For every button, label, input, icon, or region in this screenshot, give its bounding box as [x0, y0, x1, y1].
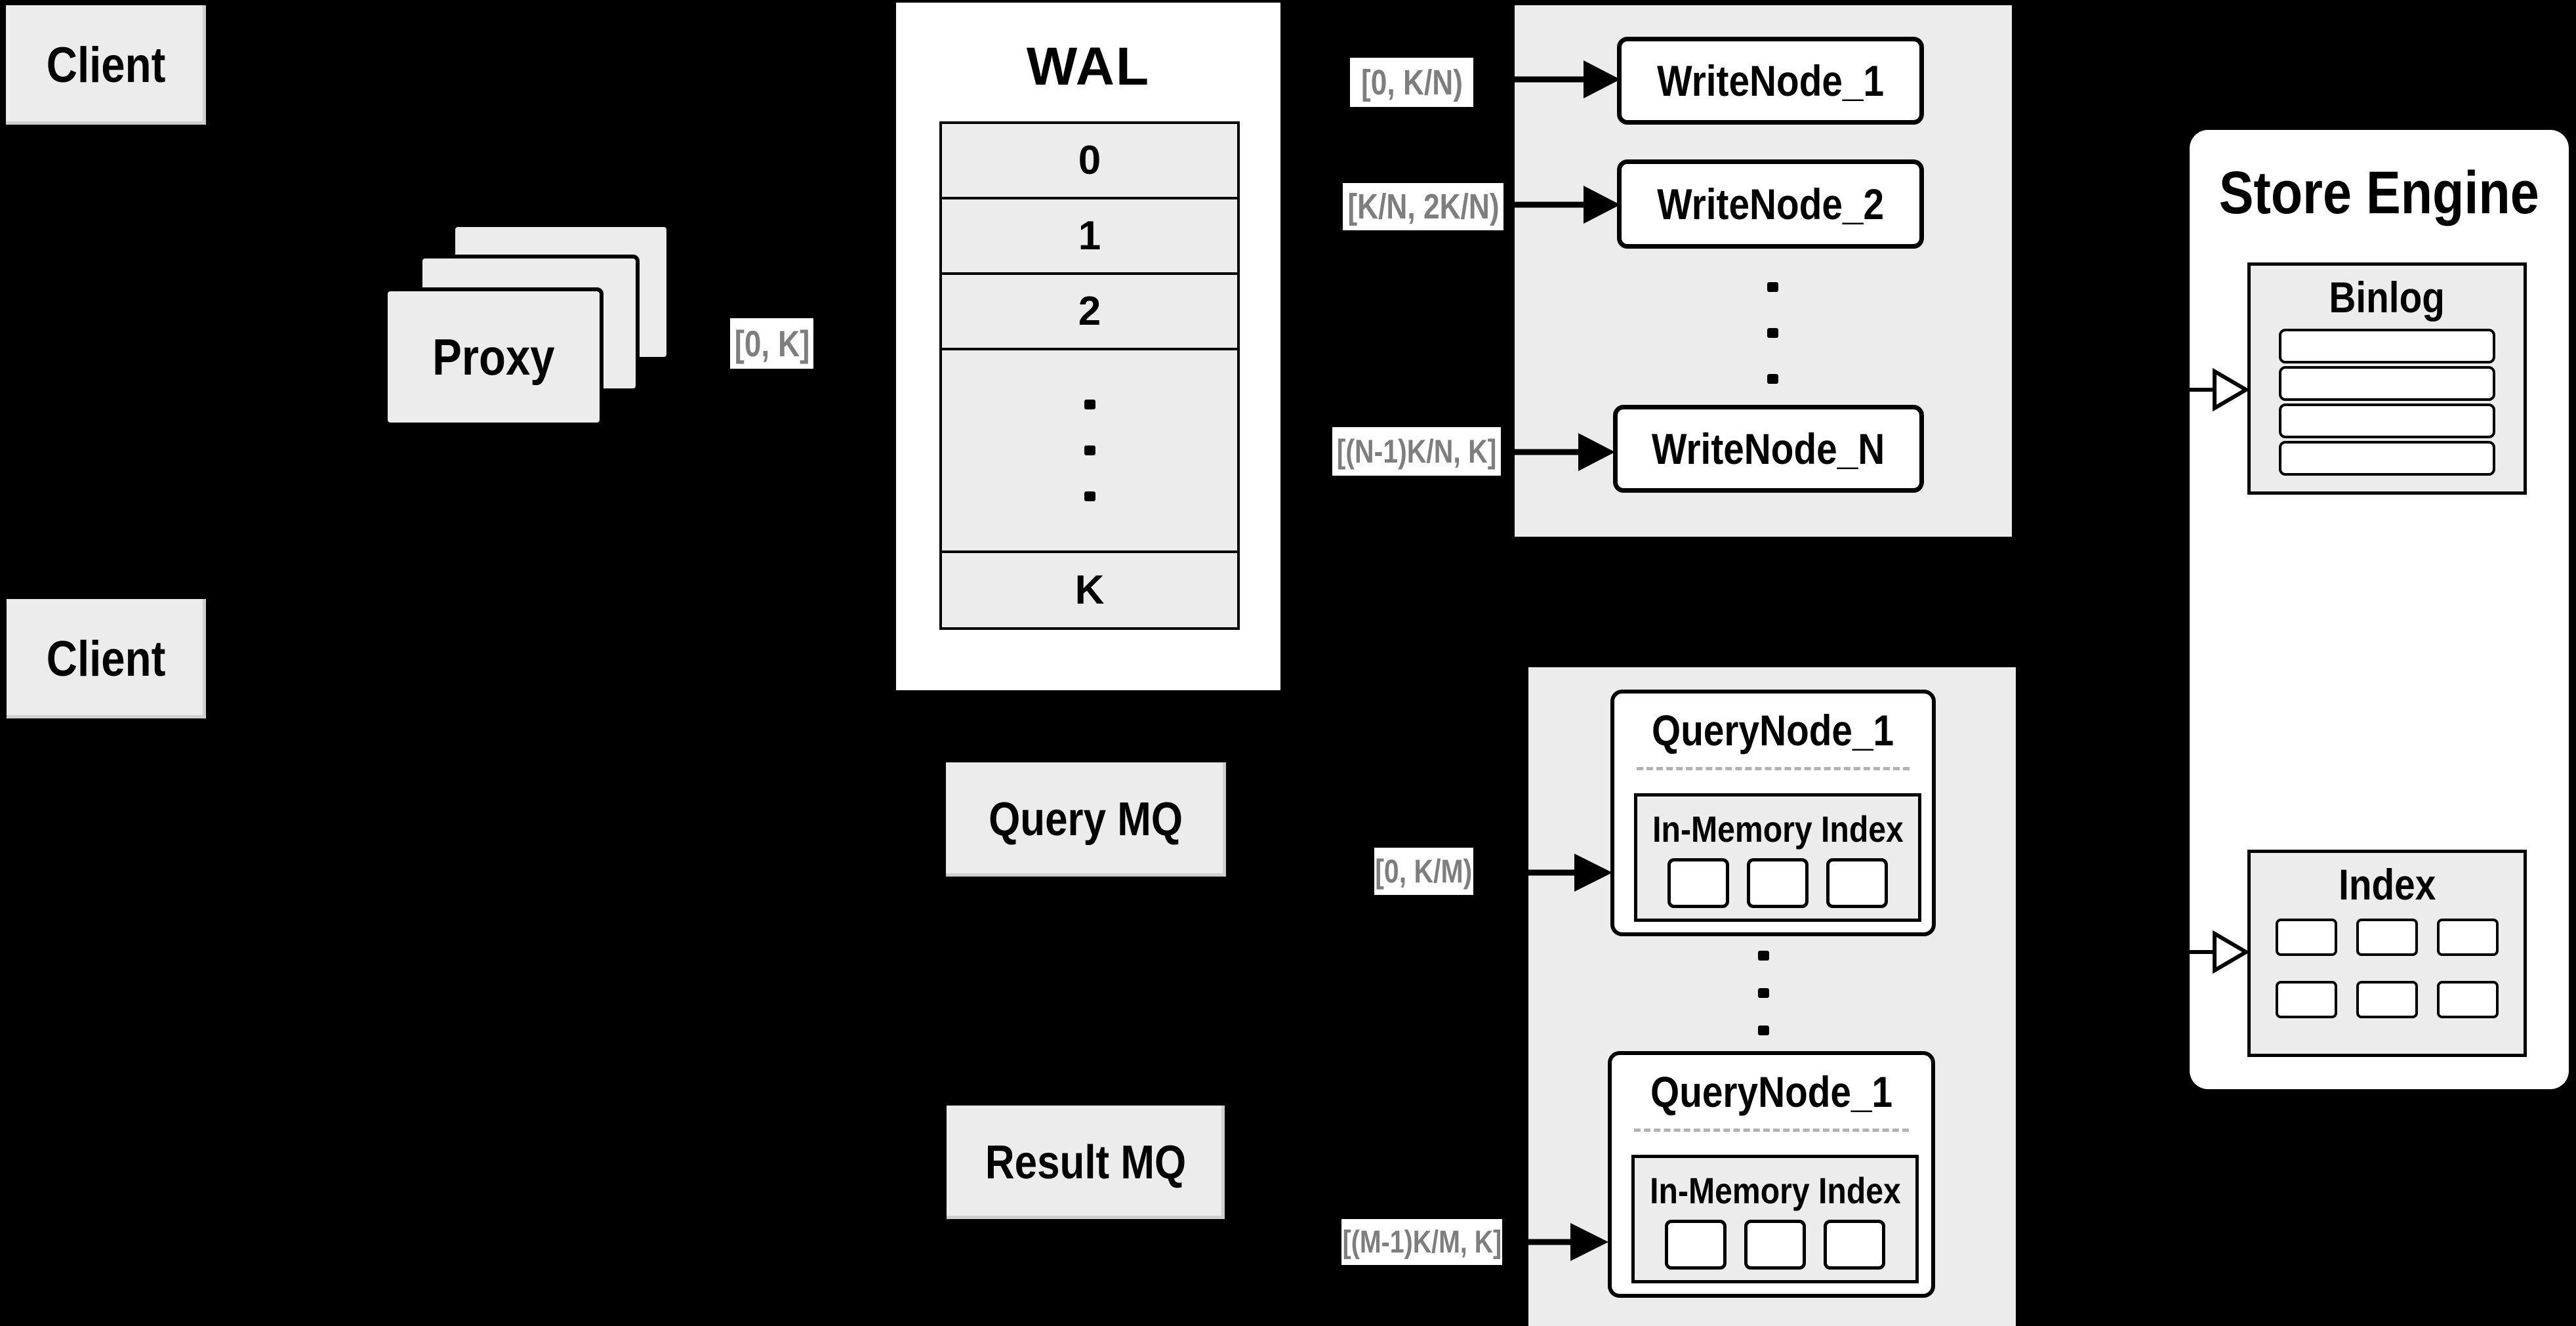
- write-node-2-label: WriteNode_2: [1657, 180, 1884, 228]
- vertical-dots-icon: [1767, 282, 1778, 384]
- wal-row-k: K: [942, 553, 1237, 627]
- vertical-dots-icon: [1084, 400, 1095, 501]
- index-box: Index: [2247, 850, 2527, 1057]
- wal-title-row: WAL: [896, 28, 1280, 106]
- store-engine-title: Store Engine: [2219, 159, 2539, 226]
- index-segment-squares: [1637, 858, 1918, 908]
- proxy-label: Proxy: [432, 327, 555, 386]
- in-memory-index-label: In-Memory Index: [1649, 1170, 1901, 1211]
- range-label-write-n: [(N-1)K/N, K]: [1332, 427, 1501, 476]
- index-cells-row-2: [2251, 981, 2524, 1018]
- store-engine-panel: Store Engine Binlog Index: [2190, 130, 2569, 1089]
- dashed-separator: [1634, 1129, 1909, 1132]
- write-node-1-label: WriteNode_1: [1657, 56, 1884, 105]
- wal-row-2: 2: [942, 275, 1237, 350]
- proxy-card-front: Proxy: [384, 287, 603, 426]
- range-label-query-1: [0, K/M): [1374, 848, 1473, 895]
- wal-panel: WAL 0 1 2 K: [896, 3, 1280, 690]
- dashed-separator: [1637, 767, 1910, 770]
- client-box-top: Client: [6, 5, 206, 125]
- wal-row-ellipsis: [942, 350, 1237, 553]
- range-label-write-1: [0, K/N): [1350, 58, 1473, 107]
- write-nodes-panel: WriteNode_1 WriteNode_2 WriteNode_N: [1515, 5, 2012, 537]
- query-node-m: QueryNode_1 In-Memory Index: [1608, 1051, 1935, 1298]
- query-node-1: QueryNode_1 In-Memory Index: [1610, 690, 1936, 936]
- binlog-rows: [2251, 329, 2524, 476]
- query-node-m-title: QueryNode_1: [1650, 1067, 1893, 1116]
- store-engine-title-row: Store Engine: [2190, 148, 2569, 238]
- vertical-dots-icon: [1758, 951, 1769, 1035]
- wal-table: 0 1 2 K: [939, 121, 1240, 630]
- index-title: Index: [2338, 860, 2436, 909]
- result-mq-box: Result MQ: [947, 1106, 1225, 1219]
- index-cells-row-1: [2251, 919, 2524, 956]
- wal-row-0: 0: [942, 124, 1237, 199]
- in-memory-index-box: In-Memory Index: [1631, 1155, 1919, 1283]
- query-mq-box: Query MQ: [946, 762, 1226, 877]
- write-node-2: WriteNode_2: [1617, 159, 1924, 249]
- client-bottom-label: Client: [47, 631, 166, 687]
- query-mq-label: Query MQ: [989, 793, 1183, 846]
- write-node-n-label: WriteNode_N: [1652, 425, 1885, 473]
- query-nodes-panel: QueryNode_1 In-Memory Index QueryNode_1 …: [1528, 667, 2016, 1326]
- wal-title: WAL: [1026, 37, 1151, 96]
- write-node-n: WriteNode_N: [1613, 405, 1924, 493]
- result-mq-label: Result MQ: [985, 1136, 1187, 1189]
- wal-row-1: 1: [942, 199, 1237, 275]
- in-memory-index-label: In-Memory Index: [1652, 808, 1904, 850]
- binlog-box: Binlog: [2247, 262, 2527, 495]
- write-node-1: WriteNode_1: [1617, 37, 1924, 125]
- client-top-label: Client: [46, 37, 166, 93]
- binlog-title: Binlog: [2329, 273, 2445, 321]
- range-label-query-m: [(M-1)K/M, K]: [1341, 1219, 1502, 1265]
- client-box-bottom: Client: [7, 599, 206, 718]
- index-segment-squares: [1635, 1220, 1915, 1270]
- range-label-write-2: [K/N, 2K/N): [1343, 183, 1503, 230]
- query-node-1-title: QueryNode_1: [1652, 706, 1894, 755]
- in-memory-index-box: In-Memory Index: [1634, 793, 1921, 922]
- range-label-proxy-wal: [0, K]: [730, 318, 813, 369]
